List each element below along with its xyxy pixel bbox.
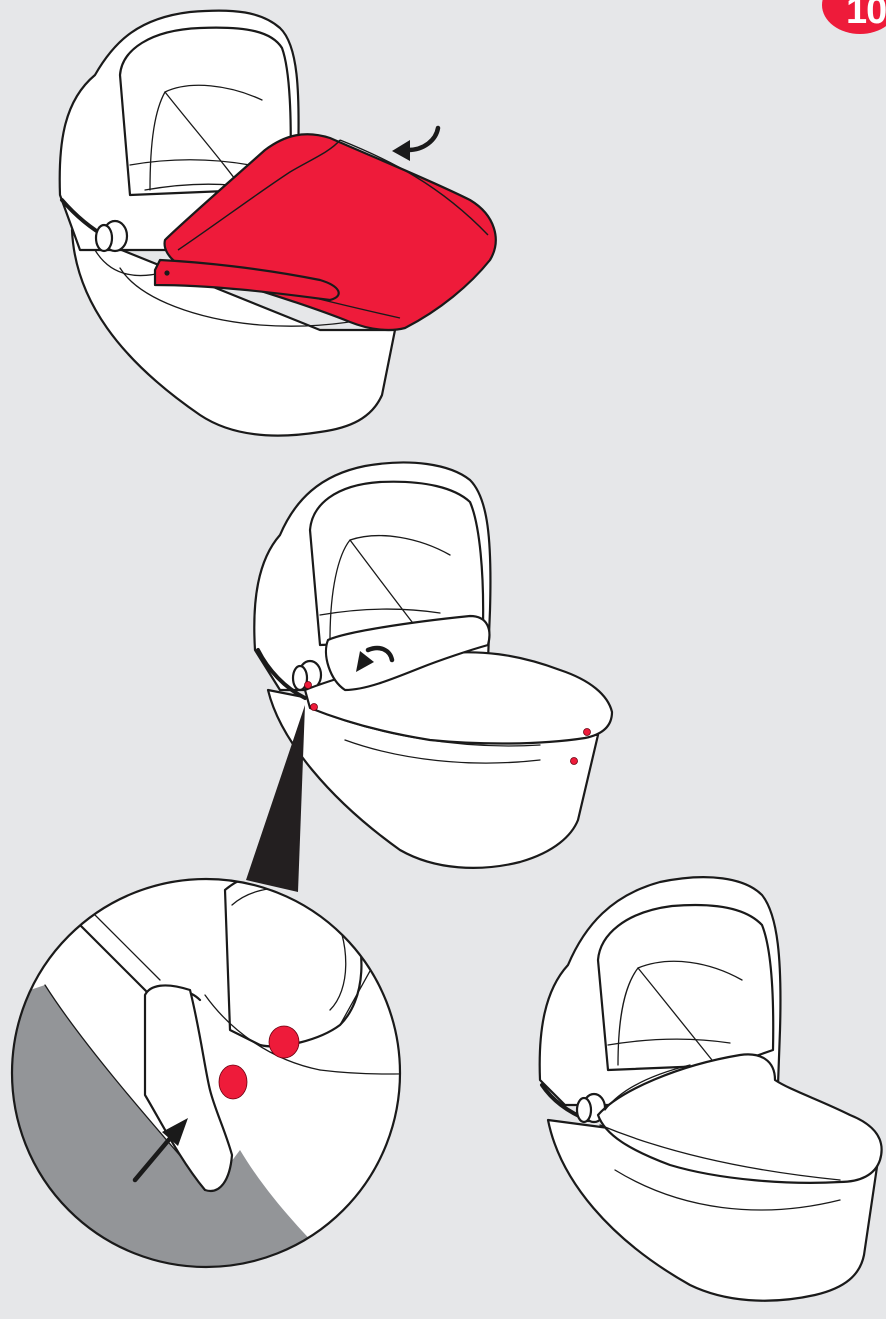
snap-button-icon <box>305 682 312 689</box>
carrycot-with-red-hood-cover <box>60 11 496 436</box>
detail-magnifier <box>0 860 440 1290</box>
snap-button-icon <box>219 1065 247 1099</box>
snap-button-icon <box>571 758 578 765</box>
step-number: 10 <box>846 0 886 33</box>
carrycot-complete <box>540 877 882 1301</box>
snap-button-icon <box>269 1026 299 1058</box>
magnifier-pointer <box>246 705 305 892</box>
curved-arrow-icon <box>408 128 438 150</box>
snap-button-icon <box>584 729 591 736</box>
snap-button-icon <box>311 704 318 711</box>
carrycot-with-apron-attached <box>246 462 612 892</box>
